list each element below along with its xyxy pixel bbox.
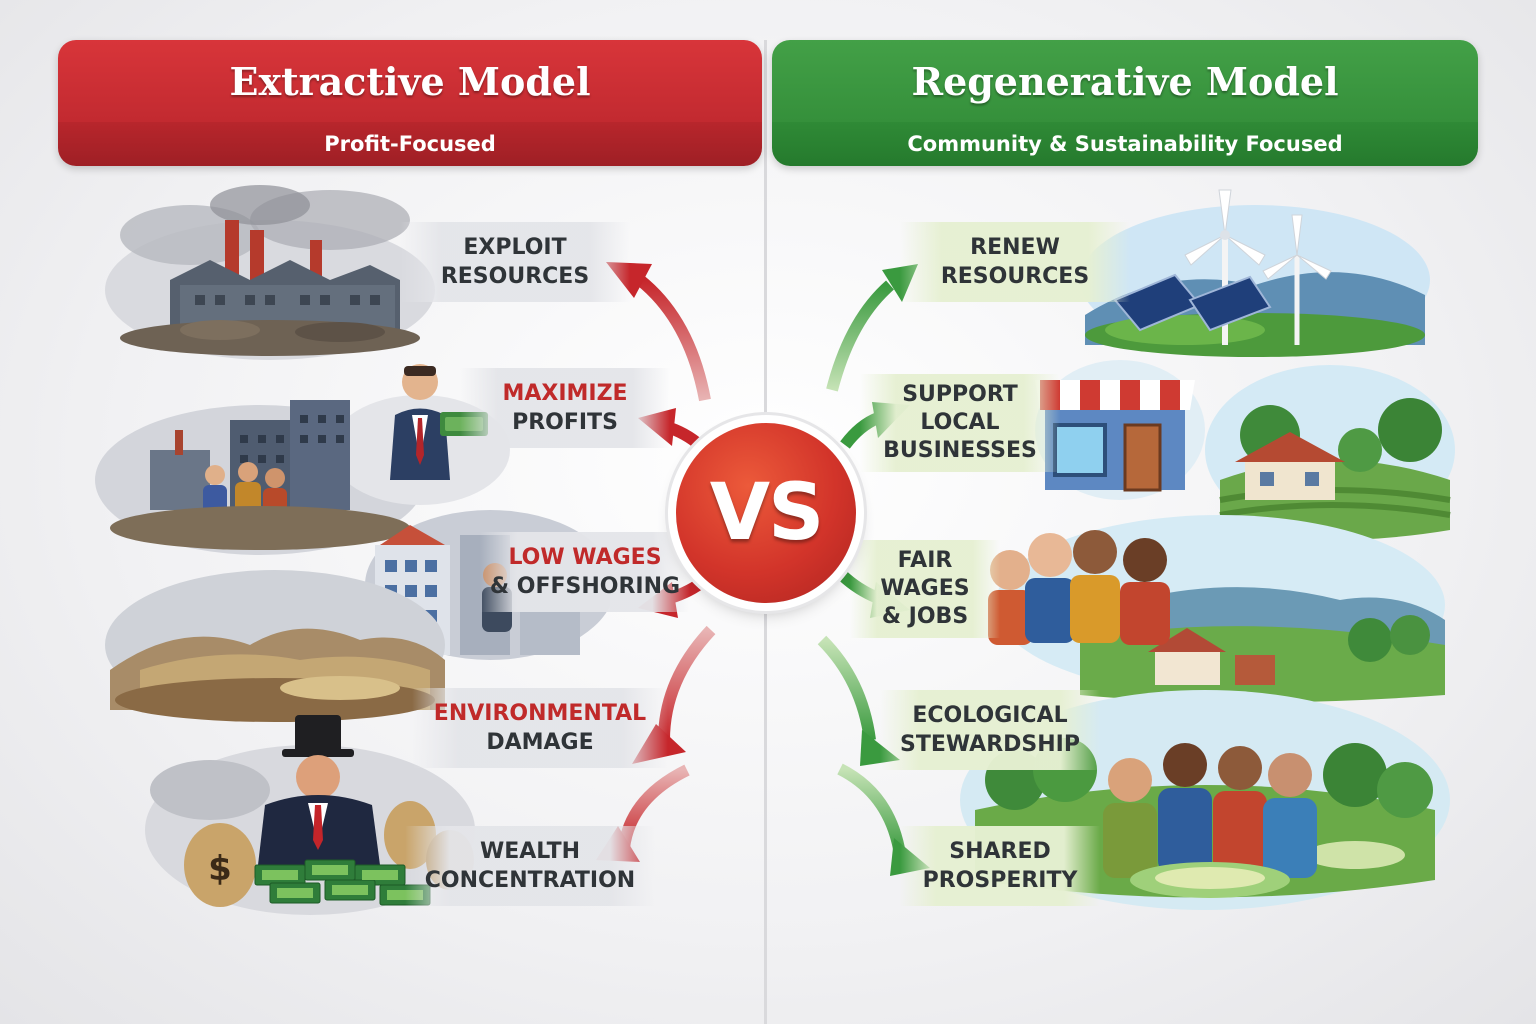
arrow-exploit-resources	[636, 275, 711, 402]
regenerative-subtitle: Community & Sustainability Focused	[907, 132, 1343, 156]
label-exploit-resources: EXPLOIT RESOURCES	[400, 222, 630, 302]
arrow-environmental-damage	[658, 625, 716, 741]
barren-land-illustration	[105, 570, 445, 722]
label-renew-resources: RENEW RESOURCES	[900, 222, 1130, 302]
label-wealth-concentration: WEALTH CONCENTRATION	[405, 826, 655, 906]
extractive-header: Extractive Model Profit-Focused	[58, 40, 762, 166]
arrow-shared-prosperity	[837, 763, 906, 856]
regenerative-header: Regenerative Model Community & Sustainab…	[772, 40, 1478, 166]
svg-text:$: $	[208, 849, 232, 889]
fair-wages-people-illustration	[988, 515, 1445, 703]
local-shop-farm-illustration	[1035, 360, 1455, 540]
arrow-maximize-profits	[667, 422, 710, 455]
extractive-title: Extractive Model	[229, 58, 591, 104]
label-maximize-profits: MAXIMIZE PROFITS	[460, 368, 670, 448]
vs-label: VS	[709, 468, 825, 558]
factory-pollution-illustration	[105, 185, 435, 360]
label-shared-prosperity: SHARED PROSPERITY	[900, 826, 1100, 906]
label-environmental-damage: ENVIRONMENTAL DAMAGE	[412, 688, 668, 768]
renewable-energy-illustration	[1080, 189, 1430, 357]
label-low-wages-offshoring: LOW WAGES & OFFSHORING	[480, 532, 690, 612]
city-workers-illustration	[95, 364, 510, 555]
arrow-renew-resources	[826, 280, 895, 392]
extractive-subtitle: Profit-Focused	[324, 132, 496, 156]
label-support-local-businesses: SUPPORT LOCAL BUSINESSES	[860, 374, 1060, 472]
regenerative-title: Regenerative Model	[911, 58, 1339, 104]
vs-badge: VS	[676, 423, 856, 603]
label-fair-wages-jobs: FAIR WAGES & JOBS	[850, 540, 1000, 638]
arrow-ecological-stewardship	[817, 635, 876, 741]
label-ecological-stewardship: ECOLOGICAL STEWARDSHIP	[880, 690, 1100, 770]
